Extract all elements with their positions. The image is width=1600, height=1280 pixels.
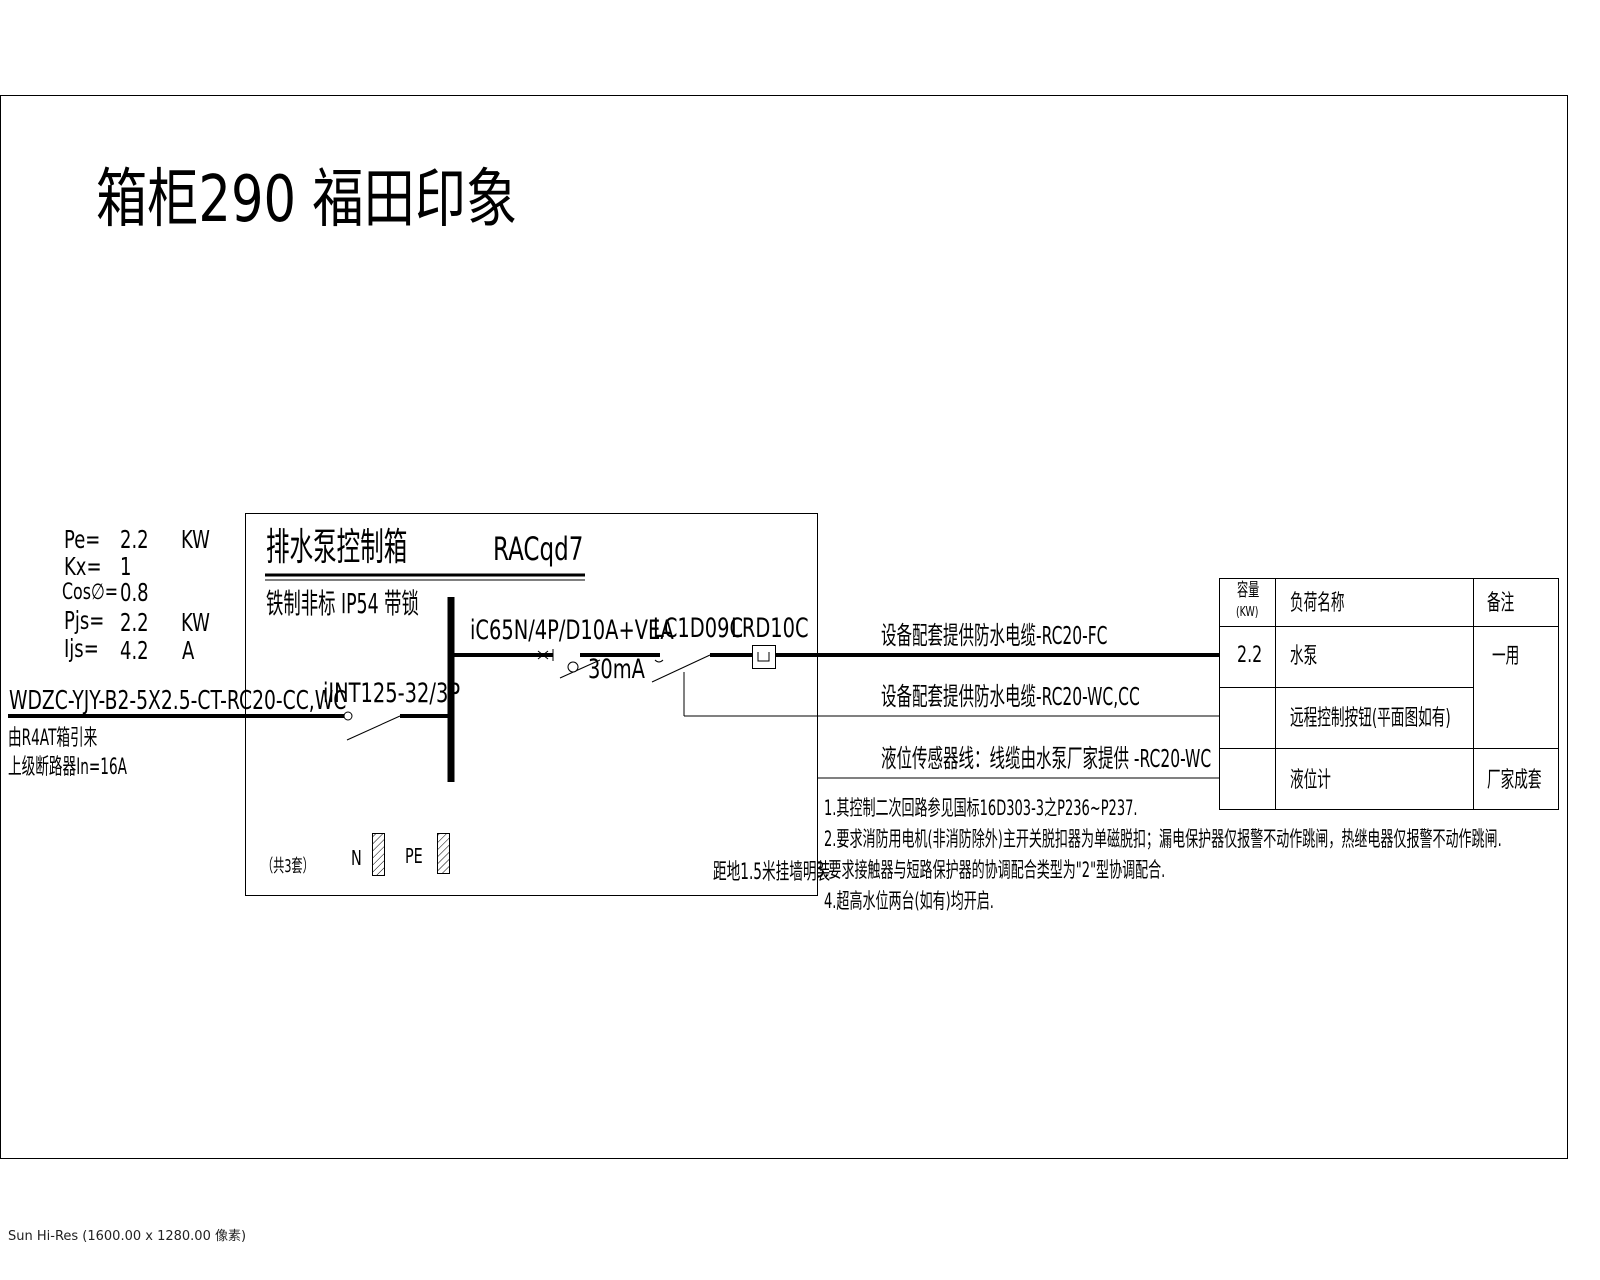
table-cell: 液位计 bbox=[1290, 768, 1331, 793]
branch-breaker-label: iC65N/4P/D10A+VEA bbox=[470, 615, 674, 646]
note-item: 4.超高水位两台(如有)均开启. bbox=[824, 889, 994, 913]
table-header-unit: (KW) bbox=[1236, 605, 1259, 620]
pe-value: 2.2 bbox=[120, 525, 149, 554]
control-box-outline bbox=[245, 513, 818, 896]
set-count: （共3套） bbox=[262, 856, 314, 877]
incoming-cable-label: WDZC-YJY-B2-5X2.5-CT-RC20-CC,WC bbox=[9, 686, 347, 716]
mounting-note: 距地1.5米挂墙明装 bbox=[713, 860, 831, 885]
footer-resolution: Sun Hi-Res (1600.00 x 1280.00 像素) bbox=[8, 1229, 247, 1244]
circuit-label: 设备配套提供防水电缆-RC20-FC bbox=[881, 621, 1108, 650]
box-name: 排水泵控制箱 bbox=[266, 525, 408, 569]
table-cell: 水泵 bbox=[1290, 644, 1318, 669]
cos-label: Cos∅= bbox=[62, 580, 119, 605]
pe-label: Pe= bbox=[64, 525, 101, 554]
table-cell: 2.2 bbox=[1237, 643, 1263, 668]
note-item: 3.要求接触器与短路保护器的协调配合类型为"2"型协调配合. bbox=[816, 858, 1166, 882]
note-item: 1.其控制二次回路参见国标16D303-3之P236~P237. bbox=[824, 796, 1138, 820]
kx-value: 1 bbox=[120, 552, 132, 581]
pjs-label: Pjs= bbox=[64, 606, 105, 635]
table-header-capacity: 容量 bbox=[1237, 580, 1260, 601]
box-code: RACqd7 bbox=[493, 530, 584, 568]
kx-label: Kx= bbox=[64, 552, 102, 581]
ijs-unit: A bbox=[182, 636, 195, 665]
main-breaker-label: iINT125-32/3P bbox=[323, 678, 461, 709]
cos-value: 0.8 bbox=[120, 578, 149, 607]
pe-unit: KW bbox=[181, 525, 210, 554]
page-title: 箱柜290 福田印象 bbox=[96, 163, 518, 237]
upstream-breaker-label: 上级断路器In=16A bbox=[8, 755, 127, 780]
pe-bar-label: PE bbox=[405, 844, 423, 868]
n-label: N bbox=[351, 846, 362, 870]
load-table bbox=[1219, 578, 1559, 810]
ijs-value: 4.2 bbox=[120, 636, 149, 665]
rcd-label: 30mA bbox=[588, 654, 645, 685]
pjs-value: 2.2 bbox=[120, 608, 149, 637]
pjs-unit: KW bbox=[181, 608, 210, 637]
table-cell: 一用 bbox=[1492, 644, 1520, 669]
note-item: 2.要求消防用电机(非消防除外)主开关脱扣器为单磁脱扣；漏电保护器仅报警不动作跳… bbox=[824, 827, 1502, 851]
ijs-label: Ijs= bbox=[64, 634, 99, 663]
table-header-note: 备注 bbox=[1487, 591, 1515, 616]
drawing-frame bbox=[0, 95, 1568, 1159]
contactor-label: LC1D09C bbox=[653, 613, 744, 644]
table-header-name: 负荷名称 bbox=[1290, 591, 1345, 616]
relay-label: LRD10C bbox=[731, 613, 809, 644]
source-label: 由R4AT箱引来 bbox=[8, 726, 98, 751]
circuit-label: 液位传感器线：线缆由水泵厂家提供 -RC20-WC bbox=[881, 744, 1212, 773]
box-spec: 铁制非标 IP54 带锁 bbox=[266, 587, 419, 620]
circuit-label: 设备配套提供防水电缆-RC20-WC,CC bbox=[881, 682, 1140, 711]
thermal-relay-symbol bbox=[752, 645, 776, 669]
table-cell: 远程控制按钮(平面图如有) bbox=[1290, 706, 1451, 731]
table-cell: 厂家成套 bbox=[1487, 768, 1542, 793]
